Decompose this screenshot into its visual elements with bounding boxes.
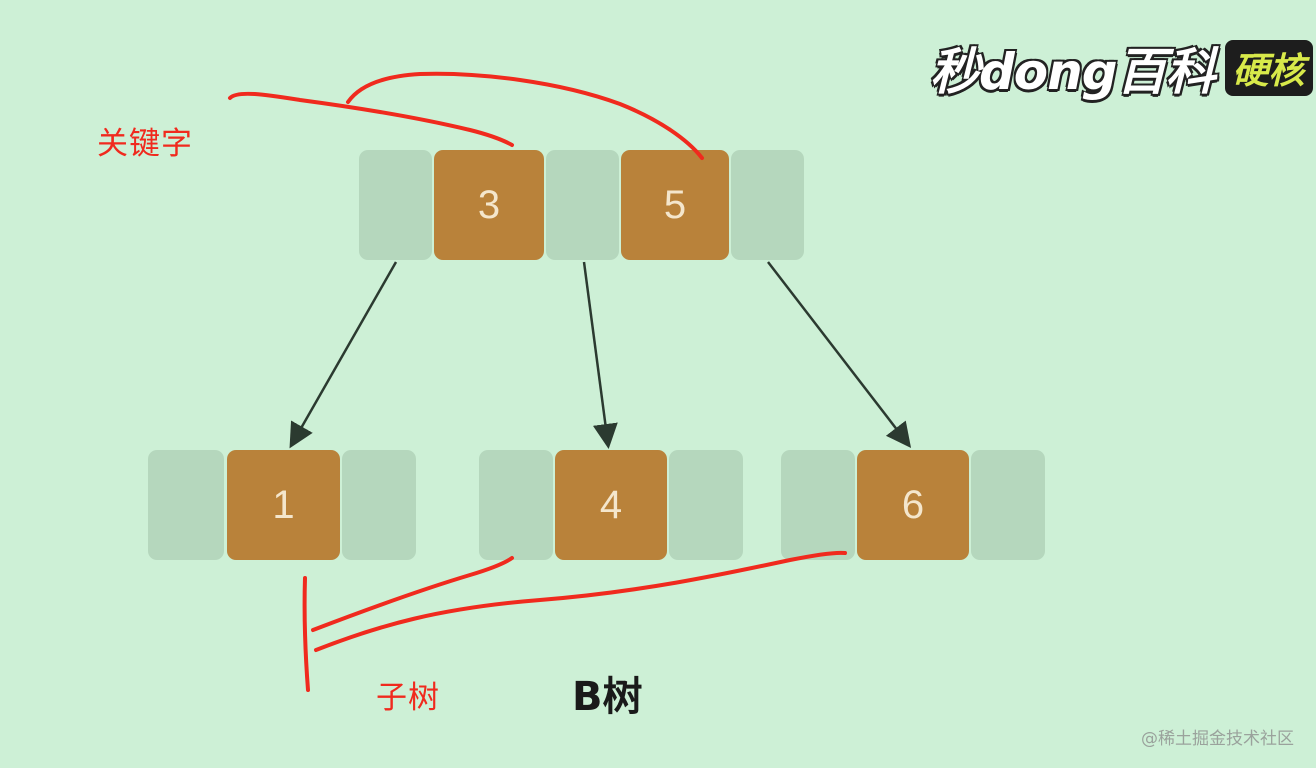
child3-pointer-right [971,450,1045,560]
root-pointer-slot-0 [359,150,432,260]
brand-logo-text: 秒dong百科 [930,43,1216,101]
subtree-pointer-stroke-to-6 [314,550,847,652]
edge-root-to-child-1 [289,261,398,449]
child3-pointer-left [781,450,855,560]
edge-root-to-child-2 [582,261,618,449]
keyword-pointer-stroke-to-5 [346,71,704,160]
root-pointer-slot-2 [731,150,804,260]
child3-key-6: 6 [857,450,969,560]
root-key-5: 5 [621,150,729,260]
root-pointer-slot-1 [546,150,619,260]
child1-key-1: 1 [227,450,340,560]
subtree-bracket-stroke [302,576,310,692]
child2-pointer-right [669,450,743,560]
subtree-annotation-label: 子树 [376,680,440,716]
child2-key-4: 4 [555,450,667,560]
child1-pointer-left [148,450,224,560]
keyword-annotation-label: 关键字 [97,126,193,162]
child2-pointer-left [479,450,553,560]
brand-logo: 秒dong百科 硬核 [930,40,1313,101]
child1-pointer-right [342,450,416,560]
brand-logo-tag: 硬核 [1224,40,1313,96]
diagram-title: B树 [572,674,643,720]
edge-root-to-child-3 [767,261,912,448]
root-key-3: 3 [434,150,544,260]
source-watermark: @稀土掘金技术社区 [1141,729,1294,749]
keyword-pointer-stroke-to-3 [228,91,514,147]
subtree-pointer-stroke-to-4 [311,556,514,632]
